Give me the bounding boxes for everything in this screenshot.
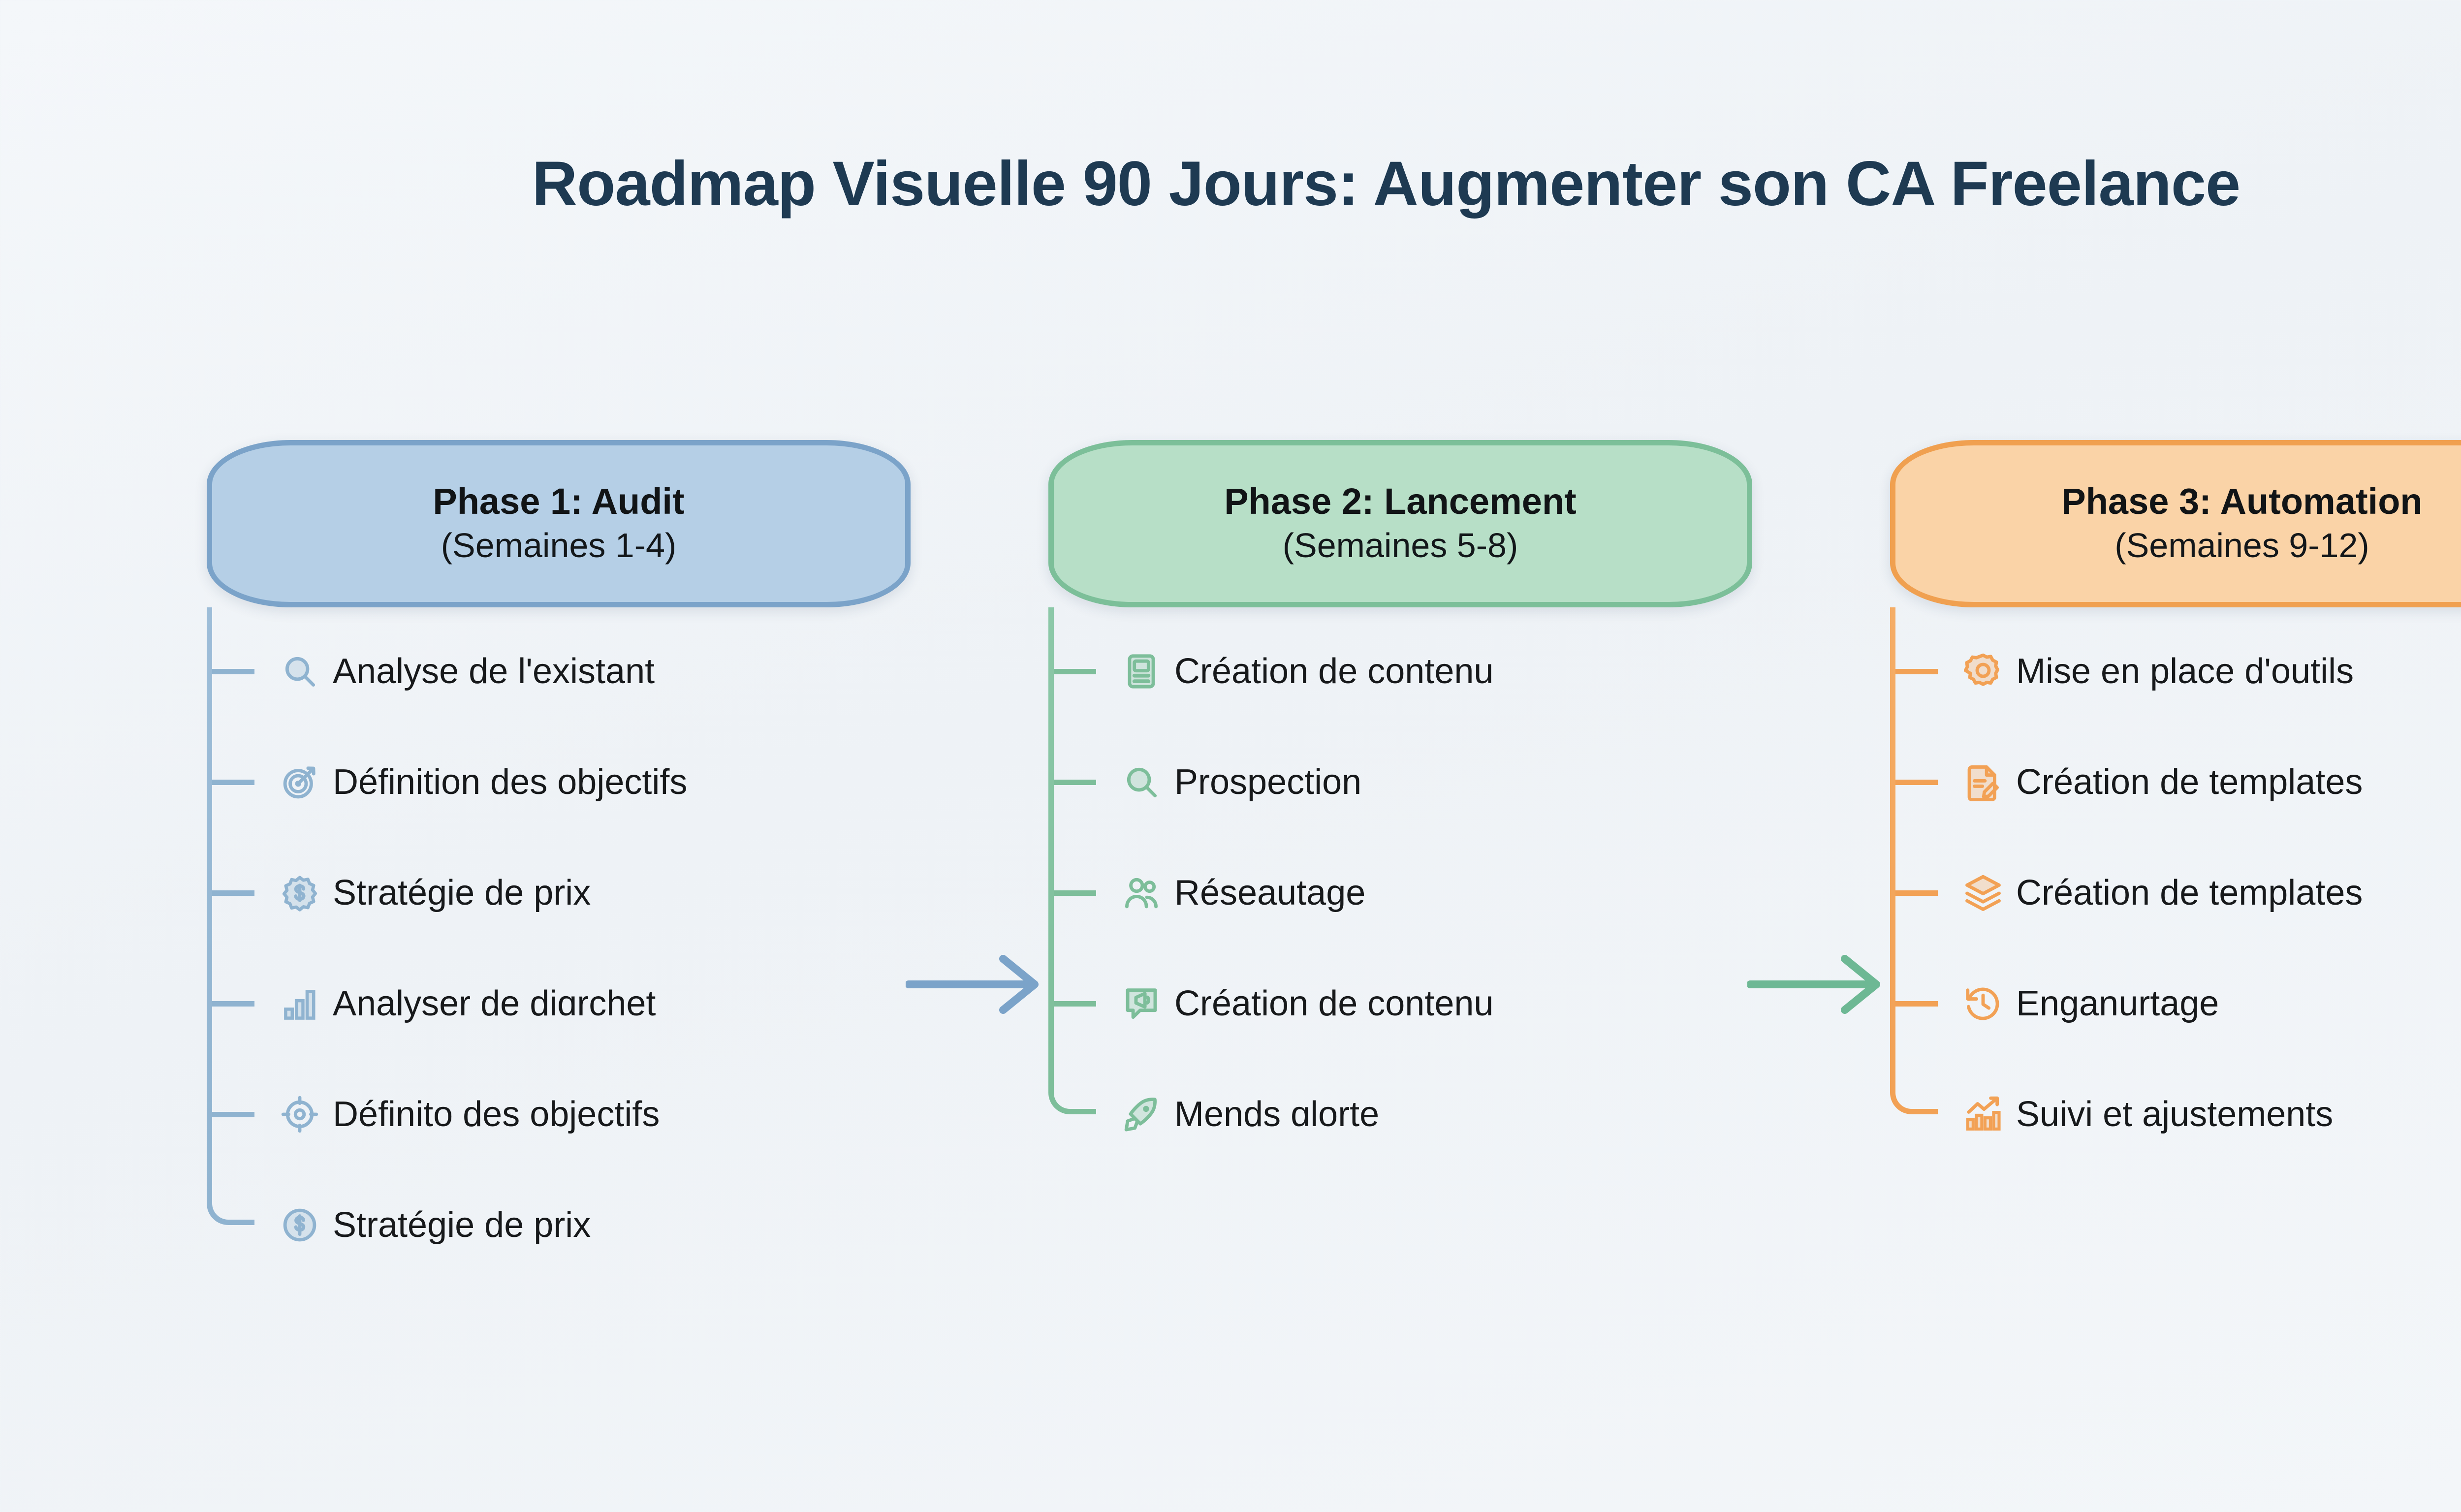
list-item-label: Enganurtage xyxy=(2016,984,2219,1023)
list-item-label: Suivi et ajustements xyxy=(2016,1095,2334,1134)
branch-connector xyxy=(212,890,254,896)
branch-elbow-connector xyxy=(1890,1087,1938,1114)
list-item[interactable]: Prospection xyxy=(1122,755,1361,809)
branch-connector xyxy=(1895,669,1938,674)
branch-connector xyxy=(1895,1001,1938,1007)
phase-1-header[interactable]: Phase 1: Audit (Semaines 1-4) xyxy=(207,440,911,607)
phase-1-column: Phase 1: Audit (Semaines 1-4) Analyse de l… xyxy=(207,433,1053,1418)
roadmap-board: Phase 1: Audit (Semaines 1-4) Analyse de l… xyxy=(0,433,2461,1418)
list-item[interactable]: Création de contenu xyxy=(1122,976,1493,1031)
branch-connector xyxy=(1054,780,1096,785)
list-item[interactable]: Création de contenu xyxy=(1122,644,1493,698)
crosshair-icon xyxy=(281,1095,319,1134)
list-item-label: Création de contenu xyxy=(1174,984,1494,1023)
list-item[interactable]: Analyse de l'existant xyxy=(281,644,655,698)
phase-2-weeks: (Semaines 5-8) xyxy=(1282,526,1518,565)
trending-up-chart-icon xyxy=(1964,1095,2002,1134)
rocket-icon xyxy=(1122,1095,1161,1134)
list-item-label: Analyse de l'existant xyxy=(333,652,655,691)
phase-1-title: Phase 1: Audit xyxy=(433,480,685,522)
phase-3-weeks: (Semaines 9-12) xyxy=(2114,526,2369,565)
target-dart-icon xyxy=(281,763,319,801)
list-item-label: Analyser de diɑrchet xyxy=(333,984,656,1023)
phase-2-title: Phase 2: Lancement xyxy=(1224,480,1577,522)
list-item[interactable]: Création de templates xyxy=(1964,755,2363,809)
phase-3-trunk-line xyxy=(1890,607,1895,1093)
dollar-circle-icon xyxy=(281,1206,319,1244)
list-item-label: Stratégie de prix xyxy=(333,873,591,913)
branch-connector xyxy=(212,780,254,785)
list-item[interactable]: Stratégie de prix xyxy=(281,866,591,920)
branch-elbow-connector xyxy=(207,1198,254,1225)
list-item[interactable]: Mise en place d'outils xyxy=(1964,644,2354,698)
magnifier-icon xyxy=(281,652,319,691)
arrow-phase2-to-phase3 xyxy=(1746,945,1895,1024)
bar-chart-icon xyxy=(281,984,319,1023)
list-item-label: Stratégie de prix xyxy=(333,1205,591,1245)
megaphone-bubble-icon xyxy=(1122,984,1161,1023)
phase-2-header[interactable]: Phase 2: Lancement (Semaines 5-8) xyxy=(1048,440,1752,607)
phase-1-trunk-line xyxy=(207,607,212,1203)
list-item[interactable]: Mends ɑlorte xyxy=(1122,1087,1379,1141)
people-group-icon xyxy=(1122,874,1161,912)
arrow-phase1-to-phase2 xyxy=(905,945,1053,1024)
branch-connector xyxy=(212,669,254,674)
list-item-label: Définition des objectifs xyxy=(333,762,688,802)
dollar-seal-icon xyxy=(281,874,319,912)
clock-history-icon xyxy=(1964,984,2002,1023)
list-item[interactable]: Enganurtage xyxy=(1964,976,2219,1031)
list-item-label: Prospection xyxy=(1174,762,1362,802)
phase-1-weeks: (Semaines 1-4) xyxy=(441,526,677,565)
list-item-label: Définito des objectifs xyxy=(333,1095,660,1134)
phase-2-trunk-line xyxy=(1048,607,1054,1093)
document-edit-icon xyxy=(1964,763,2002,801)
branch-connector xyxy=(1054,890,1096,896)
branch-connector xyxy=(212,1112,254,1117)
layers-icon xyxy=(1964,874,2002,912)
list-item[interactable]: Suivi et ajustements xyxy=(1964,1087,2333,1141)
list-item-label: Création de templates xyxy=(2016,762,2363,802)
list-item-label: Création de contenu xyxy=(1174,652,1494,691)
branch-connector xyxy=(1054,669,1096,674)
magnifier-icon xyxy=(1122,763,1161,801)
gear-icon xyxy=(1964,652,2002,691)
phase-3-header[interactable]: Phase 3: Automation (Semaines 9-12) xyxy=(1890,440,2461,607)
branch-connector xyxy=(1895,780,1938,785)
list-item-label: Mends ɑlorte xyxy=(1174,1095,1380,1134)
article-document-icon xyxy=(1122,652,1161,691)
list-item[interactable]: Création de templates xyxy=(1964,866,2363,920)
list-item[interactable]: Stratégie de prix xyxy=(281,1198,591,1252)
list-item-label: Réseautage xyxy=(1174,873,1366,913)
list-item[interactable]: Analyser de diɑrchet xyxy=(281,976,656,1031)
list-item[interactable]: Réseautage xyxy=(1122,866,1365,920)
phase-3-title: Phase 3: Automation xyxy=(2061,480,2423,522)
branch-connector xyxy=(1054,1001,1096,1007)
list-item-label: Mise en place d'outils xyxy=(2016,652,2354,691)
branch-connector xyxy=(1895,890,1938,896)
list-item[interactable]: Définito des objectifs xyxy=(281,1087,660,1141)
branch-connector xyxy=(212,1001,254,1007)
page-title: Roadmap Visuelle 90 Jours: Augmenter son… xyxy=(532,149,2240,219)
phase-3-column: Phase 3: Automation (Semaines 9-12) Mise e… xyxy=(1890,433,2461,1418)
branch-elbow-connector xyxy=(1048,1087,1096,1114)
list-item-label: Création de templates xyxy=(2016,873,2363,913)
list-item[interactable]: Définition des objectifs xyxy=(281,755,687,809)
phase-2-column: Phase 2: Lancement (Semaines 5-8) Création… xyxy=(1048,433,1895,1418)
